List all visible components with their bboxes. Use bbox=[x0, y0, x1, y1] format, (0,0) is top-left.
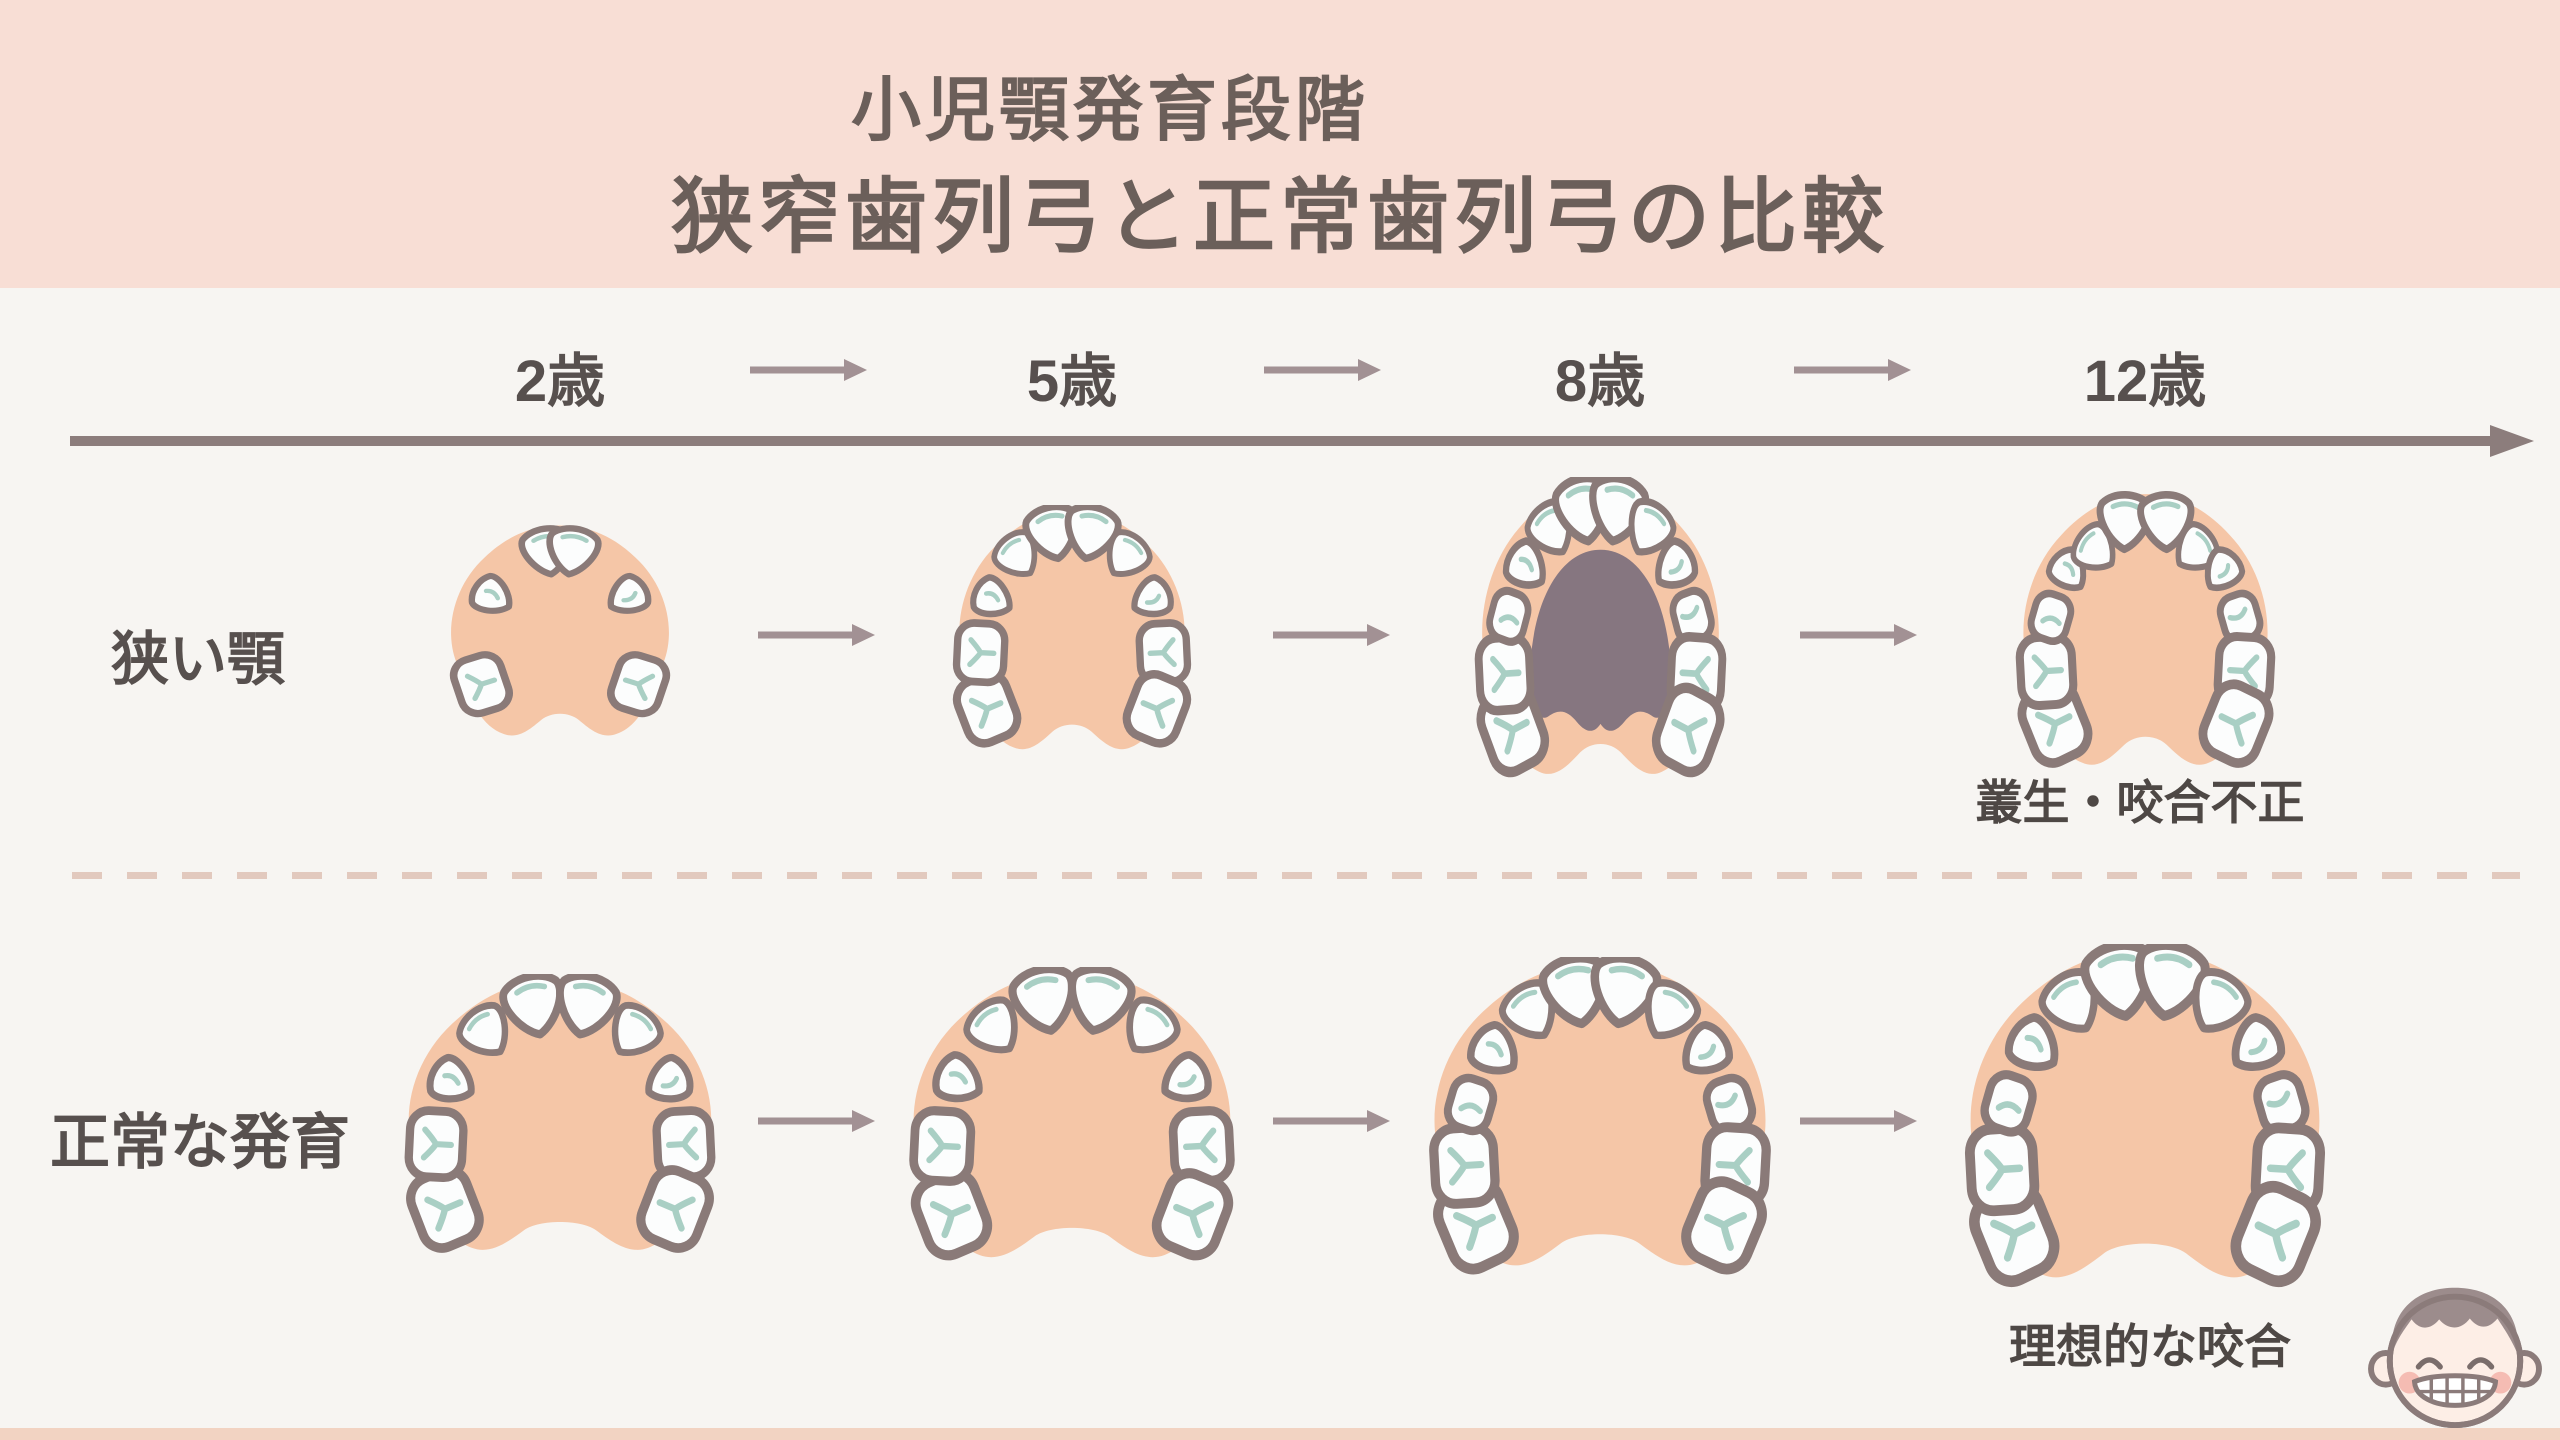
arrow-right-icon bbox=[748, 357, 868, 383]
row-divider-dashed bbox=[72, 872, 2520, 879]
dental-arch-narrow-2y bbox=[415, 520, 705, 745]
arrow-right-icon bbox=[1794, 359, 1911, 381]
annotation-crowding-malocclusion: 叢生・咬合不正 bbox=[1975, 776, 2305, 829]
arrow-right-icon bbox=[750, 359, 867, 381]
arrow-right-icon bbox=[1273, 1110, 1390, 1132]
header-band: 小児顎発育段階 狭窄歯列弓と正常歯列弓の比較 bbox=[0, 0, 2560, 288]
age-label-5y: 5歳 bbox=[1026, 349, 1118, 414]
arrow-right-icon bbox=[756, 622, 876, 648]
row-label-normal-development: 正常な発育 bbox=[50, 1109, 350, 1176]
dental-arch-illustration bbox=[1964, 940, 2326, 1287]
arrow-right-icon bbox=[1800, 624, 1917, 646]
dental-arch-narrow-8y bbox=[1443, 473, 1758, 787]
title-line-1: 小児顎発育段階 bbox=[851, 71, 1369, 149]
arrow-right-icon bbox=[756, 1108, 876, 1134]
arrow-right-icon bbox=[1271, 622, 1391, 648]
arrow-right-icon bbox=[1792, 357, 1912, 383]
dental-arch-normal-8y bbox=[1414, 953, 1786, 1279]
arrow-right-icon bbox=[1271, 1108, 1391, 1134]
dental-arch-narrow-12y bbox=[1983, 487, 2308, 777]
row-label-narrow-jaw: 狭い顎 bbox=[110, 627, 285, 692]
arrow-right-icon bbox=[1800, 1110, 1917, 1132]
dental-arch-narrow-5y bbox=[922, 502, 1222, 760]
arrow-right-icon bbox=[1798, 1108, 1918, 1134]
dental-arch-illustration bbox=[449, 524, 671, 736]
dental-arch-normal-5y bbox=[894, 963, 1250, 1270]
arrow-right-icon bbox=[1273, 624, 1390, 646]
footer-strip bbox=[0, 1428, 2560, 1440]
dental-arch-illustration bbox=[909, 963, 1235, 1260]
age-label-12y: 12歳 bbox=[2083, 349, 2207, 414]
arrow-right-icon bbox=[758, 624, 875, 646]
age-label-2y: 2歳 bbox=[514, 349, 606, 414]
age-label-8y: 8歳 bbox=[1554, 349, 1646, 414]
dental-arch-normal-12y bbox=[1949, 940, 2341, 1292]
title-line-2: 狭窄歯列弓と正常歯列弓の比較 bbox=[670, 172, 1889, 263]
arrow-right-icon bbox=[1262, 357, 1382, 383]
arrow-right-icon bbox=[1264, 359, 1381, 381]
dental-arch-normal-2y bbox=[390, 971, 730, 1262]
dental-arch-illustration bbox=[404, 971, 716, 1253]
dental-arch-illustration bbox=[952, 502, 1192, 749]
arrow-right-icon bbox=[758, 1110, 875, 1132]
dental-arch-illustration bbox=[1429, 953, 1771, 1275]
timeline-axis-arrow bbox=[70, 424, 2536, 458]
dental-arch-illustration bbox=[1474, 473, 1726, 778]
smiling-child-icon bbox=[2366, 1272, 2544, 1438]
dental-arch-illustration bbox=[2015, 491, 2275, 768]
arrow-right-icon bbox=[1798, 622, 1918, 648]
timeline-axis-arrow bbox=[70, 425, 2534, 457]
annotation-ideal-occlusion: 理想的な咬合 bbox=[2009, 1320, 2291, 1373]
smiling-child-face-icon bbox=[2368, 1287, 2542, 1429]
